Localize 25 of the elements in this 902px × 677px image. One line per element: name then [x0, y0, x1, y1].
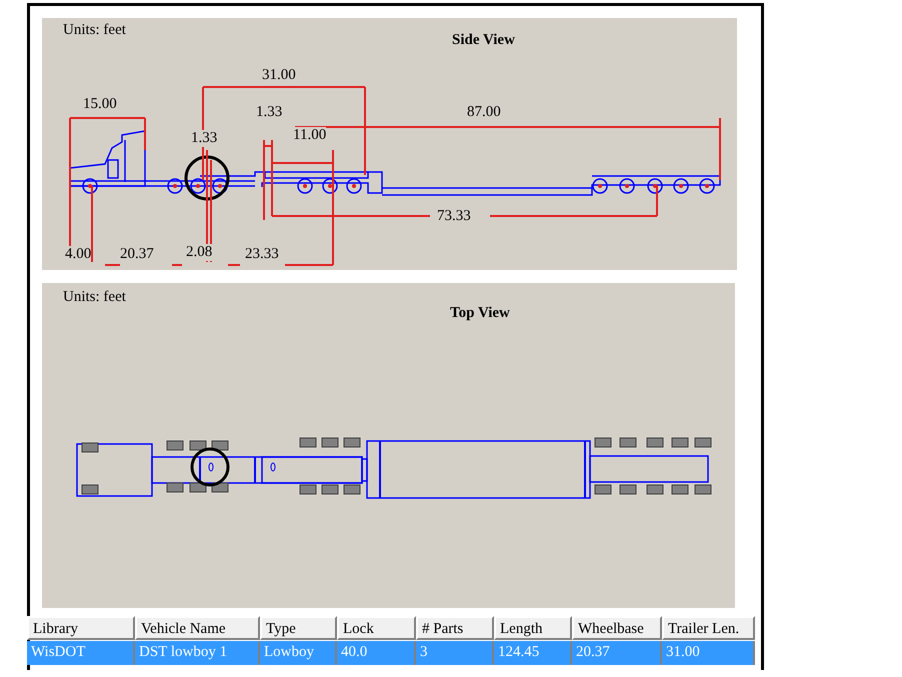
table-cell: 20.37 [572, 641, 662, 665]
view-title: Top View [450, 305, 510, 322]
side-view-panel [42, 18, 737, 270]
view-title: Side View [452, 32, 515, 49]
dimension-label: 4.00 [65, 246, 92, 263]
table-header-cell: # Parts [416, 616, 494, 640]
table-cell: 124.45 [494, 641, 572, 665]
table-header-cell: Library [27, 616, 135, 640]
dimension-label: 2.08 [186, 244, 212, 261]
table-header-cell: Wheelbase [572, 616, 662, 640]
table-header-cell: Type [260, 616, 337, 640]
table-cell: 31.00 [662, 641, 755, 665]
table-cell: DST lowboy 1 [135, 641, 260, 665]
table-cell: 3 [416, 641, 494, 665]
table-header-cell: Vehicle Name [135, 616, 260, 640]
table-header-cell: Length [494, 616, 572, 640]
dimension-label: 1.33 [191, 130, 218, 147]
table-cell: Lowboy [260, 641, 337, 665]
top-view-panel [42, 283, 735, 608]
table-cell: WisDOT [27, 641, 135, 665]
table-cell: 40.0 [337, 641, 416, 665]
table-header-cell: Trailer Len. [662, 616, 755, 640]
units-note: Units: feet [63, 22, 126, 39]
units-note: Units: feet [63, 289, 126, 306]
table-header-cell: Lock [337, 616, 416, 640]
